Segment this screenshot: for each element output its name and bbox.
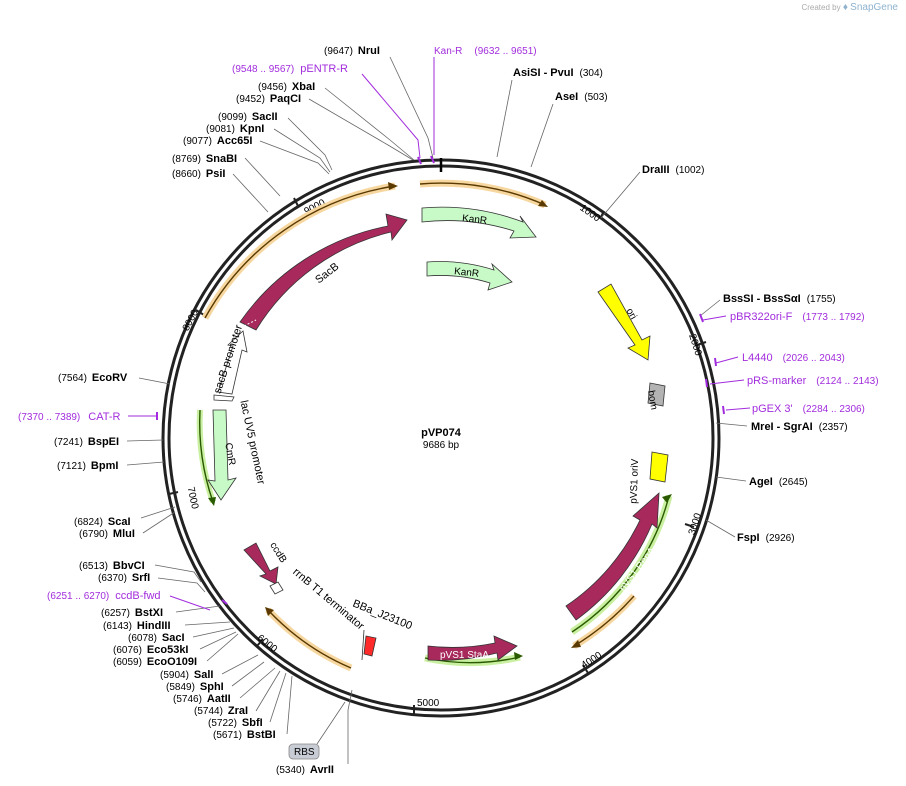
site-bsssi[interactable]: BssSI - BssSαI(1755): [723, 293, 836, 305]
feature-cmr[interactable]: CmR: [207, 409, 237, 501]
primer-kan-r[interactable]: Kan-R(9632 .. 9651): [434, 46, 537, 57]
feature-sacb-promoter[interactable]: sacB promoter: [212, 323, 248, 395]
feature-ori[interactable]: ori: [597, 283, 651, 361]
site-sphi[interactable]: (5849)SphI: [166, 681, 224, 693]
ori-label: ori: [624, 306, 639, 321]
site-avrii[interactable]: (5340)AvrII: [276, 764, 334, 776]
site-sacii[interactable]: (9099)SacII: [218, 111, 278, 123]
tick-label-1000: 1000: [578, 203, 603, 225]
site-eco53ki[interactable]: (6076)Eco53kI: [113, 644, 189, 656]
primer-cat-r[interactable]: (7370 .. 7389)CAT-R: [18, 411, 121, 423]
site-mlui[interactable]: (6790)MluI: [79, 528, 135, 540]
feature-ccdb[interactable]: ccdB: [243, 540, 289, 585]
site-asei[interactable]: AseI(503): [555, 91, 608, 103]
site-srfi[interactable]: (6370)SrfI: [98, 572, 150, 584]
site-bstbi[interactable]: (5671)BstBI: [213, 729, 276, 741]
site-aatii[interactable]: (5746)AatII: [173, 693, 231, 705]
primer-l4440[interactable]: L4440(2026 .. 2043): [742, 352, 845, 364]
site-xbai[interactable]: (9456)XbaI: [258, 81, 315, 93]
site-kpni[interactable]: (9081)KpnI: [206, 123, 264, 135]
pvs1-staa-label: pVS1 StaA: [440, 650, 489, 661]
feature-kanr-outer[interactable]: KanR: [421, 206, 537, 239]
site-bstxi[interactable]: (6257)BstXI: [101, 607, 163, 619]
site-sbfi[interactable]: (5722)SbfI: [208, 717, 263, 729]
site-paqci[interactable]: (9452)PaqCI: [236, 93, 301, 105]
site-bpmi[interactable]: (7121)BpmI: [57, 460, 118, 472]
feature-bom[interactable]: bom: [645, 382, 666, 411]
primer-labels: Kan-R(9632 .. 9651) (9548 .. 9567)pENTR-…: [18, 46, 879, 602]
plasmid-name: pVP074: [421, 427, 462, 439]
tick-label-7000: 7000: [185, 486, 200, 510]
site-mrei-sgrai[interactable]: MreI - SgrAI(2357): [751, 421, 848, 433]
tick-label-6000: 6000: [255, 633, 280, 656]
site-agei[interactable]: AgeI(2645): [749, 476, 808, 488]
snapgene-watermark: Created by ♦ SnapGene: [801, 2, 898, 13]
primer-pgex-3[interactable]: pGEX 3'(2284 .. 2306): [752, 403, 865, 415]
site-asisi-pvui[interactable]: AsiSI - PvuI(304): [513, 67, 603, 79]
site-acc65i[interactable]: (9077)Acc65I: [183, 135, 252, 147]
snapgene-logo: ♦: [842, 2, 848, 13]
site-leader-lines: [126, 56, 748, 764]
site-zrai[interactable]: (5744)ZraI: [194, 705, 248, 717]
watermark-brand: SnapGene: [850, 2, 898, 13]
site-labels: (9647)NruI AsiSI - PvuI(304) AseI(503) (…: [54, 45, 848, 776]
site-ecorv[interactable]: (7564)EcoRV: [58, 372, 128, 384]
primer-ccdb-fwd[interactable]: (6251 .. 6270)ccdB-fwd: [47, 590, 161, 602]
site-ecoo109i[interactable]: (6059)EcoO109I: [113, 656, 197, 668]
watermark-prefix: Created by: [801, 3, 841, 12]
primer-marks: [156, 155, 725, 605]
pvs1-oriv-label: pVS1 oriV: [629, 458, 642, 504]
primer-pbr322ori-f[interactable]: pBR322ori-F(1773 .. 1792): [730, 311, 865, 323]
kanr-outer-label: KanR: [462, 213, 488, 227]
primer-pentr-r[interactable]: (9548 .. 9567)pENTR-R: [232, 63, 348, 75]
site-sali[interactable]: (5904)SalI: [160, 669, 213, 681]
feature-pvs1-oriv[interactable]: pVS1 oriV: [629, 451, 669, 504]
site-fspi[interactable]: FspI(2926): [737, 532, 795, 544]
site-nrui[interactable]: (9647)NruI: [324, 45, 380, 57]
site-saci[interactable]: (6078)SacI: [128, 632, 185, 644]
primer-leader-lines: [128, 57, 751, 611]
site-bspei[interactable]: (7241)BspEI: [54, 436, 119, 448]
ccdb-label: ccdB: [267, 540, 288, 565]
bom-label: bom: [645, 390, 659, 411]
site-snabi[interactable]: (8769)SnaBI: [172, 153, 237, 165]
site-bbvci[interactable]: (6513)BbvCI: [79, 560, 145, 572]
feature-rbs[interactable]: RBS: [288, 743, 320, 760]
site-draiii[interactable]: DraIII(1002): [642, 164, 704, 176]
feature-kanr-inner[interactable]: KanR: [426, 261, 513, 291]
feature-pvs1-staa[interactable]: pVS1 StaA: [427, 635, 518, 661]
cmr-label: CmR: [222, 442, 237, 466]
site-hindiii[interactable]: (6143)HindIII: [103, 620, 171, 632]
plasmid-length: 9686 bp: [423, 440, 460, 451]
site-scai[interactable]: (6824)ScaI: [74, 516, 131, 528]
rbs-label: RBS: [294, 747, 315, 758]
tick-label-4000: 4000: [579, 650, 604, 672]
primer-prs-marker[interactable]: pRS-marker(2124 .. 2143): [747, 375, 879, 387]
kanr-inner-label: KanR: [454, 266, 480, 280]
tick-label-5000: 5000: [417, 698, 440, 709]
lac-uv5-label: lac UV5 promoter: [237, 399, 267, 486]
site-psii[interactable]: (8660)PsiI: [172, 168, 225, 180]
orf-arcs: [201, 179, 637, 672]
